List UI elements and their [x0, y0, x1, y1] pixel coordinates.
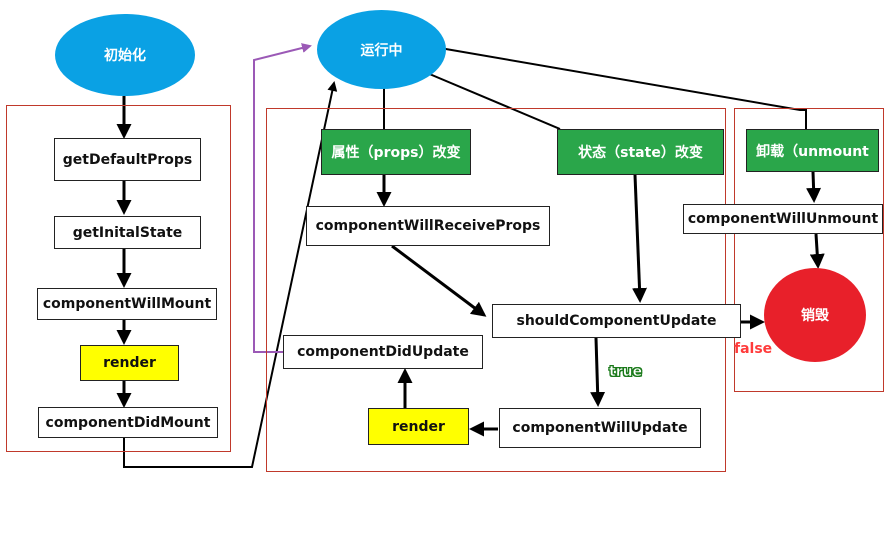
getinitalstate-node: getInitalState — [54, 216, 201, 249]
props-change-node: 属性（props）改变 — [321, 129, 471, 175]
edge-scu-to-cwu — [590, 337, 606, 407]
state-change-node: 状态（state）改变 — [557, 129, 724, 175]
update-region — [266, 108, 726, 472]
edge-componentdidmount-to-running — [123, 81, 338, 468]
init-node: 初始化 — [55, 14, 195, 96]
componentwillunmount-node: componentWillUnmount — [683, 204, 883, 234]
edge-unmount-to-cwun — [806, 171, 822, 203]
edge-running-to-state — [419, 69, 561, 130]
destroy-node: 销毁 — [764, 268, 866, 362]
edge-state-to-scu — [632, 174, 648, 303]
init-region — [6, 105, 231, 452]
unmount-region — [734, 108, 884, 392]
false-label: false — [734, 341, 773, 357]
true-label: true — [609, 364, 643, 381]
componentdidupdate-node: componentDidUpdate — [283, 335, 483, 369]
edge-cwrp-to-scu — [391, 244, 487, 317]
shouldcomponentupdate-node: shouldComponentUpdate — [492, 304, 741, 338]
running-node: 运行中 — [317, 10, 446, 89]
componentdidmount-node: componentDidMount — [38, 407, 218, 438]
render-update-node: render — [368, 408, 469, 445]
componentwillreceiveprops-node: componentWillReceiveProps — [306, 206, 550, 246]
componentwillupdate-node: componentWillUpdate — [499, 408, 701, 448]
edge-running-to-unmount — [439, 47, 807, 129]
edge-componentdidupdate-to-running — [253, 43, 312, 353]
render-init-node: render — [80, 345, 179, 381]
getdefaultprops-node: getDefaultProps — [54, 138, 201, 181]
componentwillmount-init-node: componentWillMount — [37, 288, 217, 320]
edge-cwun-to-destroy — [809, 233, 825, 269]
unmount-node: 卸载（unmount — [746, 129, 879, 172]
